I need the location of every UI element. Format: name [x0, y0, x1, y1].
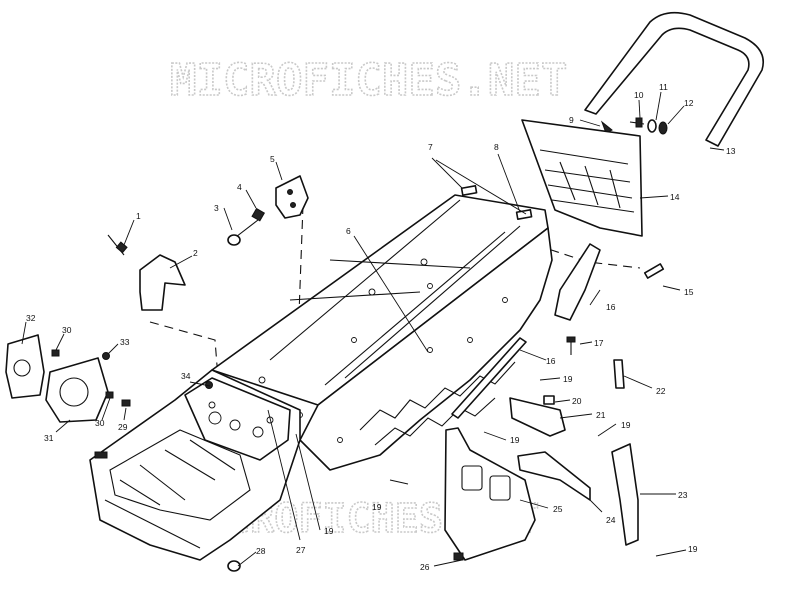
callout-14: 14: [670, 192, 680, 202]
callout-19-f: 19: [688, 544, 698, 554]
callout-27: 27: [296, 545, 306, 555]
callout-20: 20: [572, 396, 582, 406]
tunnel-top-surface: [211, 194, 549, 406]
part-plate-5: [275, 175, 309, 219]
callout-33: 33: [120, 337, 130, 347]
part-stud-22: [613, 359, 625, 389]
callout-19-a: 19: [563, 374, 573, 384]
callout-34: 34: [181, 371, 191, 381]
tunnel-side-cutouts-lower: [374, 397, 496, 446]
callout-13: 13: [726, 146, 736, 156]
callout-7: 7: [428, 142, 433, 152]
callout-24: 24: [606, 515, 616, 525]
watermark-top: MICROFICHES.NET: [170, 55, 567, 106]
callout-10: 10: [634, 90, 644, 100]
callout-19-e: 19: [324, 526, 334, 536]
part-bolt-26: [453, 552, 464, 561]
part-bumper-end-16: [554, 243, 601, 321]
callout-15: 15: [684, 287, 694, 297]
callout-16-a: 16: [606, 302, 616, 312]
part-strip-16: [451, 337, 527, 419]
part-mount-32: [5, 334, 45, 399]
callout-21: 21: [596, 410, 606, 420]
part-nut-30: [51, 349, 60, 357]
callout-19-d: 19: [372, 502, 382, 512]
part-bolt-17: [566, 336, 576, 355]
tunnel-rib: [289, 259, 471, 301]
assembly-line-bracket: [149, 321, 219, 379]
tunnel-rail-mid: [324, 231, 506, 386]
callout-4: 4: [237, 182, 242, 192]
part-pin-15: [643, 263, 665, 279]
callout-11: 11: [659, 82, 668, 92]
callout-9: 9: [569, 115, 574, 125]
callout-31: 31: [44, 433, 54, 443]
part-plate-23: [611, 443, 639, 546]
callout-8: 8: [494, 142, 499, 152]
tunnel-rail-right: [344, 225, 521, 379]
part-nut-4: [251, 207, 266, 222]
callout-19-b: 19: [510, 435, 520, 445]
callout-30-a: 30: [62, 325, 72, 335]
callout-30-b: 30: [95, 418, 105, 428]
part-clip-20: [543, 395, 555, 405]
callout-19-c: 19: [621, 420, 631, 430]
callout-labels: 1 2 3 4 5 6 7 8 9 10 11 12 13 14 15 16 1…: [26, 82, 736, 572]
assembly-line-bumper: [535, 244, 641, 269]
callout-5: 5: [270, 154, 275, 164]
callout-32: 32: [26, 313, 36, 323]
part-bolt-3: [227, 219, 259, 246]
callout-12: 12: [684, 98, 694, 108]
callout-3: 3: [214, 203, 219, 213]
part-bracket-21: [509, 397, 566, 437]
callout-29: 29: [118, 422, 128, 432]
part-bracket-2: [139, 254, 186, 311]
part-washer-11: [647, 119, 657, 133]
tunnel-rail-left: [269, 199, 461, 361]
callout-2: 2: [193, 248, 198, 258]
callout-1: 1: [136, 211, 141, 221]
callout-16-b: 16: [546, 356, 556, 366]
leader-lines: [21, 91, 725, 567]
callout-22: 22: [656, 386, 666, 396]
part-grab-handle-13: [584, 11, 764, 147]
part-nut-33: [102, 352, 110, 360]
callout-28: 28: [256, 546, 266, 556]
callout-26: 26: [420, 562, 430, 572]
part-nut-12: [658, 121, 668, 135]
bulkhead-inner: [109, 429, 251, 521]
part-bolt-29: [121, 399, 131, 407]
callout-23: 23: [678, 490, 688, 500]
bulkhead-ribs: [104, 439, 236, 549]
part-cap-28: [227, 560, 241, 572]
part-mount-31: [45, 357, 109, 423]
callout-17: 17: [594, 338, 604, 348]
part-snowflap-14: [521, 119, 643, 237]
part-nut-30b: [105, 391, 114, 399]
assembly-line-plate: [295, 204, 304, 397]
front-bulkhead: [89, 369, 301, 561]
callout-6: 6: [346, 226, 351, 236]
callout-25: 25: [553, 504, 563, 514]
